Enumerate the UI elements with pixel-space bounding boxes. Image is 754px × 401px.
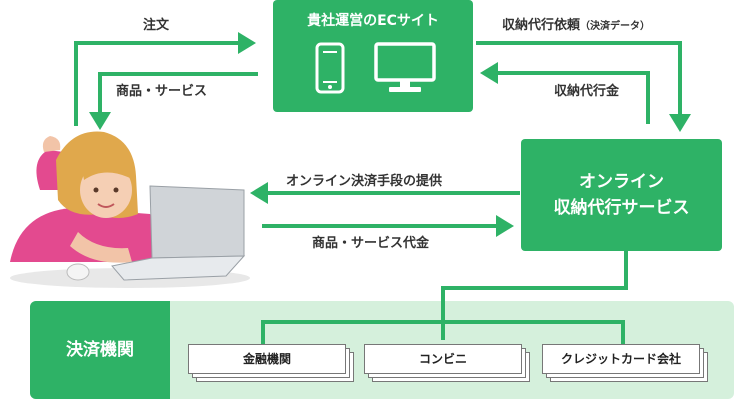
arrow-goods <box>98 72 258 112</box>
institution-credit-card-company: クレジットカード会社 <box>542 344 700 374</box>
label-order: 注文 <box>143 18 170 33</box>
label-provide-payment: オンライン決済手段の提供 <box>286 174 443 189</box>
arrow-collection-payment <box>498 71 650 124</box>
label-collection-request: 収納代行依頼（決済データ） <box>502 14 650 33</box>
label-collection-request-main: 収納代行依頼 <box>502 18 581 33</box>
settlement-label: 決済機関 <box>66 340 134 360</box>
label-goods-payment: 商品・サービス代金 <box>312 236 430 251</box>
arrow-order <box>74 41 238 126</box>
ec-site-label: 貴社運営のECサイト <box>307 13 439 29</box>
ec-site-box: 貴社運営のECサイト <box>273 0 473 112</box>
monitor-icon <box>374 42 436 92</box>
collection-service-box: オンライン 収納代行サービス <box>521 139 722 251</box>
label-collection-request-note: （決済データ） <box>580 21 651 32</box>
arrow-collection-request <box>476 41 682 114</box>
smartphone-icon <box>315 42 345 94</box>
service-label-line2: 収納代行サービス <box>553 198 690 218</box>
institution-bank: 金融機関 <box>188 344 346 374</box>
service-label-line1: オンライン <box>579 172 664 192</box>
settlement-box: 決済機関 <box>30 301 170 399</box>
label-collection-payment: 収納代行金 <box>554 84 620 99</box>
institution-convenience-store: コンビニ <box>364 344 522 374</box>
label-goods: 商品・サービス <box>116 84 208 99</box>
